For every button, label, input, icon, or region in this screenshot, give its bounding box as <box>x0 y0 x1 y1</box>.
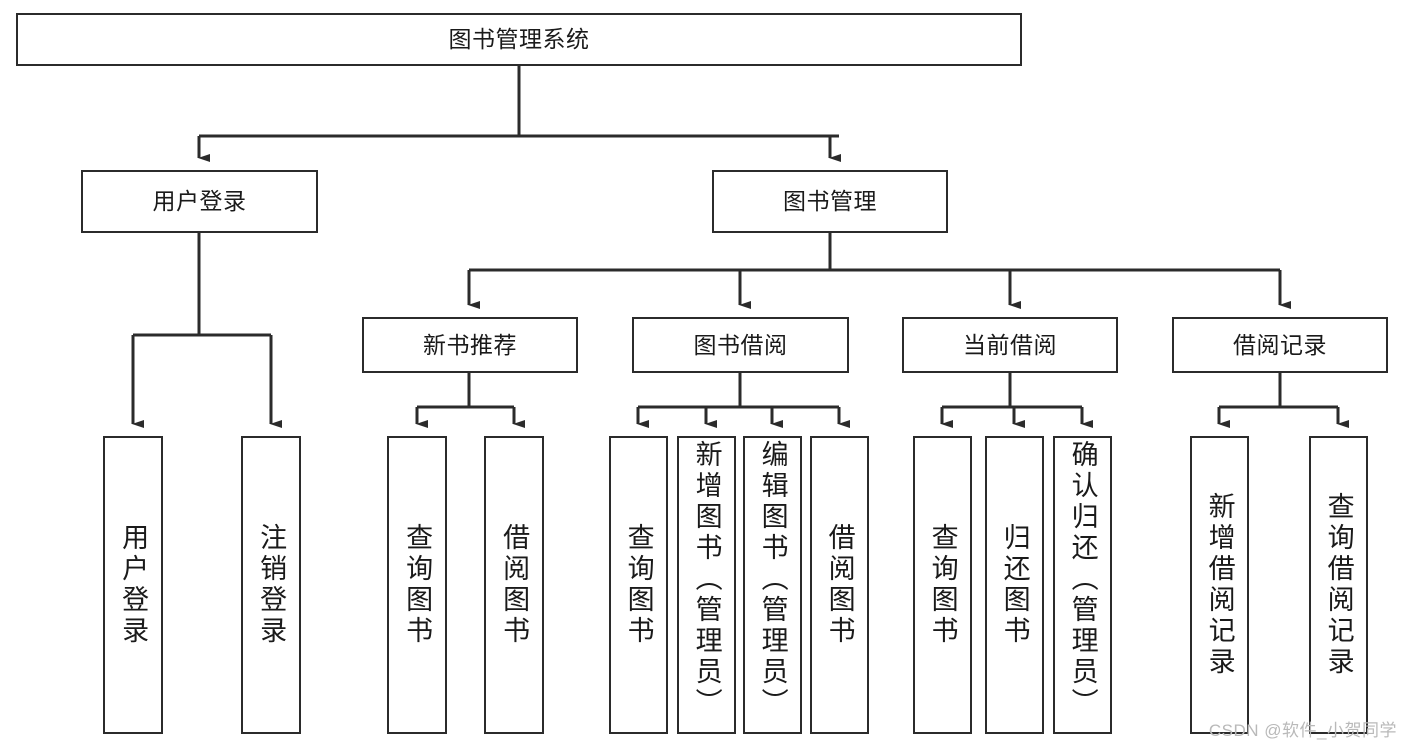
node-leaf-return-book[interactable]: 归还图书 <box>985 436 1044 734</box>
node-leaf-user-logout-label: 注销登录 <box>256 523 287 647</box>
node-leaf-query-book-borrow-label: 查询图书 <box>623 523 654 647</box>
node-leaf-query-book-current-label: 查询图书 <box>927 523 958 647</box>
node-leaf-add-book-label: 新增图书（管理员） <box>691 440 722 719</box>
node-leaf-query-borrow-record-label: 查询借阅记录 <box>1323 492 1354 678</box>
node-leaf-user-login-label: 用户登录 <box>118 523 149 647</box>
node-user-login-label: 用户登录 <box>152 188 247 214</box>
node-leaf-query-book-current[interactable]: 查询图书 <box>913 436 972 734</box>
node-leaf-user-login[interactable]: 用户登录 <box>103 436 163 734</box>
node-leaf-query-book-borrow[interactable]: 查询图书 <box>609 436 668 734</box>
node-leaf-add-book[interactable]: 新增图书（管理员） <box>677 436 736 734</box>
node-leaf-edit-book-label: 编辑图书（管理员） <box>757 440 788 719</box>
node-current-borrow-label: 当前借阅 <box>963 331 1057 358</box>
node-book-borrow[interactable]: 图书借阅 <box>632 317 849 373</box>
node-root-label: 图书管理系统 <box>448 26 590 52</box>
watermark-text: CSDN @软件_小贺同学 <box>1208 721 1397 740</box>
node-leaf-confirm-return[interactable]: 确认归还（管理员） <box>1053 436 1112 734</box>
node-user-login[interactable]: 用户登录 <box>81 170 318 233</box>
node-leaf-add-borrow-record[interactable]: 新增借阅记录 <box>1190 436 1249 734</box>
node-leaf-return-book-label: 归还图书 <box>999 523 1030 647</box>
node-root[interactable]: 图书管理系统 <box>16 13 1022 66</box>
node-book-management-label: 图书管理 <box>783 188 877 214</box>
node-leaf-borrow-book-recommend-label: 借阅图书 <box>499 523 530 647</box>
node-leaf-borrow-book-label: 借阅图书 <box>824 523 855 647</box>
node-current-borrow[interactable]: 当前借阅 <box>902 317 1118 373</box>
node-leaf-query-borrow-record[interactable]: 查询借阅记录 <box>1309 436 1368 734</box>
node-leaf-edit-book[interactable]: 编辑图书（管理员） <box>743 436 802 734</box>
node-book-borrow-label: 图书借阅 <box>693 331 788 358</box>
node-new-book-recommend-label: 新书推荐 <box>423 331 517 358</box>
node-borrow-record[interactable]: 借阅记录 <box>1172 317 1388 373</box>
node-book-management[interactable]: 图书管理 <box>712 170 948 233</box>
node-borrow-record-label: 借阅记录 <box>1233 331 1327 358</box>
node-new-book-recommend[interactable]: 新书推荐 <box>362 317 578 373</box>
node-leaf-borrow-book-recommend[interactable]: 借阅图书 <box>484 436 544 734</box>
node-leaf-add-borrow-record-label: 新增借阅记录 <box>1204 492 1235 678</box>
node-leaf-query-book-recommend[interactable]: 查询图书 <box>387 436 447 734</box>
node-leaf-user-logout[interactable]: 注销登录 <box>241 436 301 734</box>
node-leaf-borrow-book[interactable]: 借阅图书 <box>810 436 869 734</box>
node-leaf-query-book-recommend-label: 查询图书 <box>402 523 433 647</box>
node-leaf-confirm-return-label: 确认归还（管理员） <box>1067 440 1098 719</box>
